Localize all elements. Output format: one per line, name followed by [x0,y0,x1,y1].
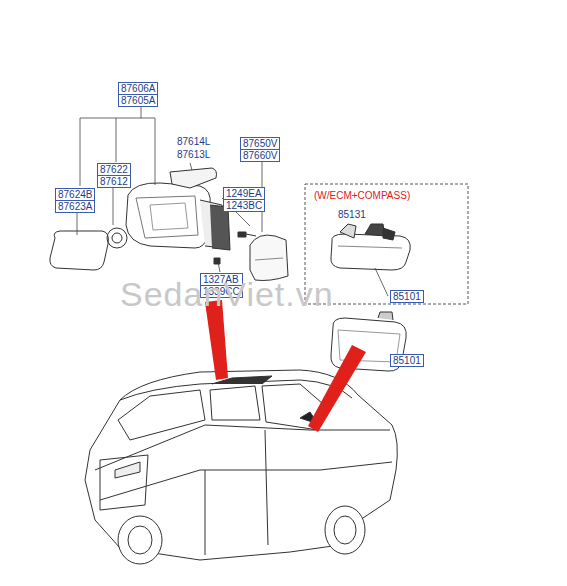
callout-number: 85101 [390,354,424,367]
callout-number: 87624B [55,188,95,200]
callout-number: 87612 [97,175,131,188]
callout-number: 85131 [336,209,368,220]
callout-number: 1243BC [223,199,265,212]
callout-number: 87605A [118,94,158,107]
watermark: SedanViet.vn [118,276,336,312]
callout-number: 87614L [175,136,212,147]
callout-number: 87622 [97,163,131,175]
callout-number: 87606A [118,82,158,94]
callout-number: 87613L [175,149,212,160]
option-note: (W/ECM+COMPASS) [312,190,412,201]
callout-number: 87660V [240,149,280,162]
callout-number: 87650V [240,137,280,149]
callout-number: 87623A [55,200,95,213]
callout-number: 85101 [390,290,424,303]
callout-number: 1249EA [223,187,265,199]
